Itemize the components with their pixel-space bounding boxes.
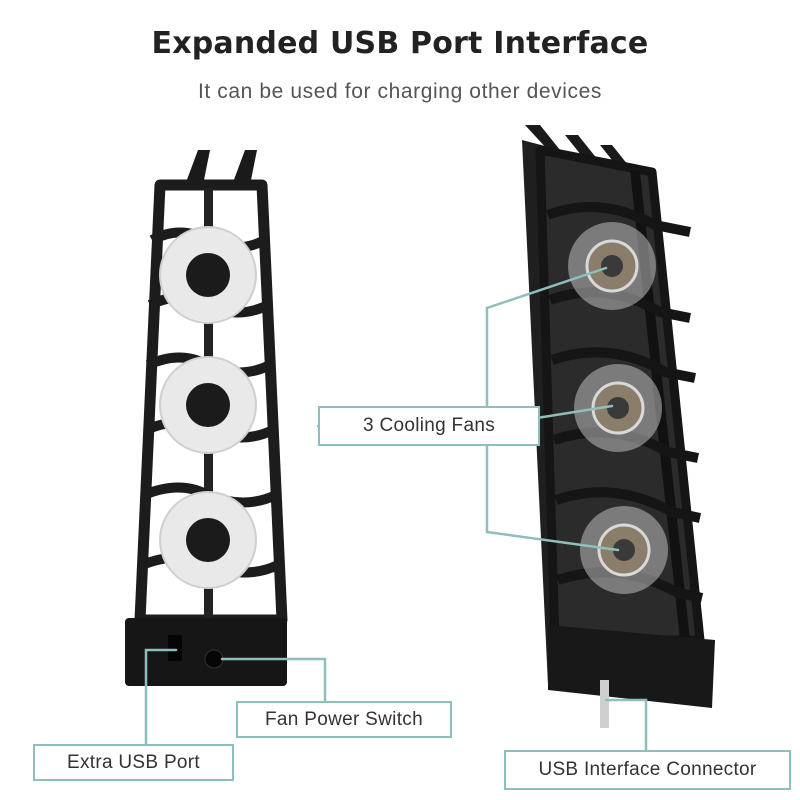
left-fan-1	[159, 226, 257, 324]
extra-usb-port-callout: Extra USB Port	[33, 744, 234, 781]
leader-power-switch	[220, 657, 327, 703]
fan-power-switch-button	[204, 649, 224, 669]
left-cooling-stand	[125, 150, 288, 686]
leader-fan-3	[485, 530, 620, 552]
leader-fan-1	[485, 266, 608, 310]
leader-usb-connector	[604, 698, 648, 752]
right-fan-1	[568, 222, 656, 310]
left-fan-2	[159, 356, 257, 454]
leader-usb-port	[144, 648, 178, 746]
left-fan-3	[159, 491, 257, 589]
right-fan-3	[580, 506, 668, 594]
page-title: Expanded USB Port Interface	[151, 26, 649, 61]
usb-interface-connector-callout: USB Interface Connector	[504, 750, 791, 790]
extra-usb-port-slot	[168, 635, 182, 661]
fan-power-switch-callout: Fan Power Switch	[236, 701, 452, 738]
right-fan-2	[574, 364, 662, 452]
cooling-fans-callout: 3 Cooling Fans	[318, 406, 540, 446]
usb-interface-connector-plug	[600, 680, 609, 728]
page-subtitle: It can be used for charging other device…	[198, 80, 602, 103]
right-cooling-stand	[522, 125, 715, 728]
